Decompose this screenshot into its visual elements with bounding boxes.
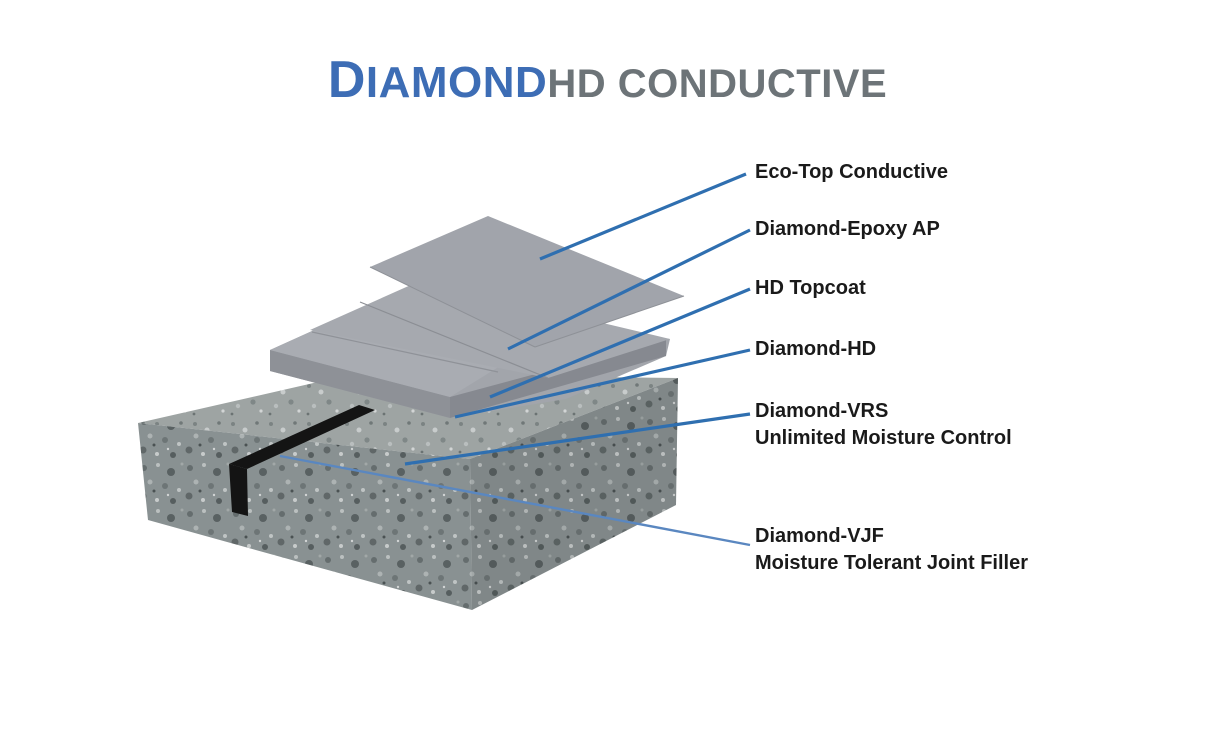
concrete-slab-front xyxy=(138,423,472,610)
leader-line-vrs xyxy=(404,412,751,466)
label-hd-topcoat: HD Topcoat xyxy=(755,277,866,299)
leader-line-diamond-hd xyxy=(454,348,751,419)
leader-line-eco-top xyxy=(539,172,747,261)
label-diamond-vjf-name: Diamond-VJF xyxy=(755,525,884,547)
label-diamond-vrs-description: Unlimited Moisture Control xyxy=(755,427,1012,449)
leader-line-vjf xyxy=(279,454,751,547)
concrete-slab-side xyxy=(470,378,678,610)
joint-filler xyxy=(229,405,375,469)
title-product: HD CONDUCTIVE xyxy=(547,62,888,106)
leader-line-epoxy-ap xyxy=(507,228,751,351)
label-diamond-vrs-name: Diamond-VRS xyxy=(755,400,889,422)
label-diamond-vjf-description: Moisture Tolerant Joint Filler xyxy=(755,552,1028,574)
diamond-epoxy-ap-layer xyxy=(310,280,670,378)
label-diamond-vrs: Diamond-VRS Unlimited Moisture Control xyxy=(755,398,1012,452)
title-brand: IAMOND xyxy=(365,58,548,107)
diagram-title: DIAMONDHD CONDUCTIVE xyxy=(0,50,1215,110)
label-eco-top-conductive: Eco-Top Conductive xyxy=(755,161,948,183)
label-diamond-hd: Diamond-HD xyxy=(755,338,877,360)
leader-line-hd-topcoat xyxy=(489,287,751,399)
label-diamond-vjf: Diamond-VJF Moisture Tolerant Joint Fill… xyxy=(755,523,1028,577)
eco-top-conductive-layer xyxy=(370,216,684,347)
title-brand-initial: D xyxy=(327,51,366,109)
label-diamond-epoxy-ap: Diamond-Epoxy AP xyxy=(755,218,940,240)
